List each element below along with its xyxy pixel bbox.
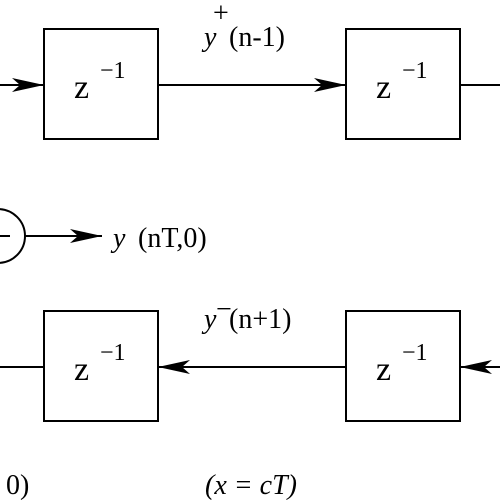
delay-block-base: z xyxy=(376,69,391,106)
delay-block-exponent: −1 xyxy=(100,340,126,366)
delay-block-exponent: −1 xyxy=(402,340,428,366)
output-arrowhead xyxy=(70,229,102,243)
output-signal-var: y xyxy=(110,223,126,254)
bottom-left-label: 0) xyxy=(6,470,29,500)
output-signal-arg: (nT,0) xyxy=(138,223,207,254)
upper-signal-label: y + (n-1) xyxy=(201,0,285,53)
lower-signal-label: y − (n+1) xyxy=(201,294,291,335)
delay-block-exponent: −1 xyxy=(402,58,428,84)
upper-signal-var: y xyxy=(201,22,217,53)
bottom-right-label: (x = cT) xyxy=(205,470,297,500)
lower-signal-arg: (n+1) xyxy=(229,304,291,335)
lower-signal-var: y xyxy=(201,304,217,335)
delay-block-bottom-right: z −1 xyxy=(345,310,461,422)
delay-block-top-left: z −1 xyxy=(43,28,159,140)
bottom-middle-arrowhead xyxy=(158,360,190,374)
delay-block-top-right: z −1 xyxy=(345,28,461,140)
delay-block-base: z xyxy=(74,351,89,388)
upper-signal-arg: (n-1) xyxy=(229,22,285,53)
output-signal-label: y (nT,0) xyxy=(110,223,207,254)
top-middle-arrowhead xyxy=(314,78,346,92)
bottom-input-arrowhead xyxy=(460,360,492,374)
top-input-arrowhead xyxy=(12,78,44,92)
delay-block-exponent: −1 xyxy=(100,58,126,84)
delay-block-base: z xyxy=(376,351,391,388)
lower-signal-sup: − xyxy=(216,294,232,325)
delay-block-bottom-left: z −1 xyxy=(43,310,159,422)
upper-signal-sup: + xyxy=(213,0,229,29)
delay-block-base: z xyxy=(74,69,89,106)
